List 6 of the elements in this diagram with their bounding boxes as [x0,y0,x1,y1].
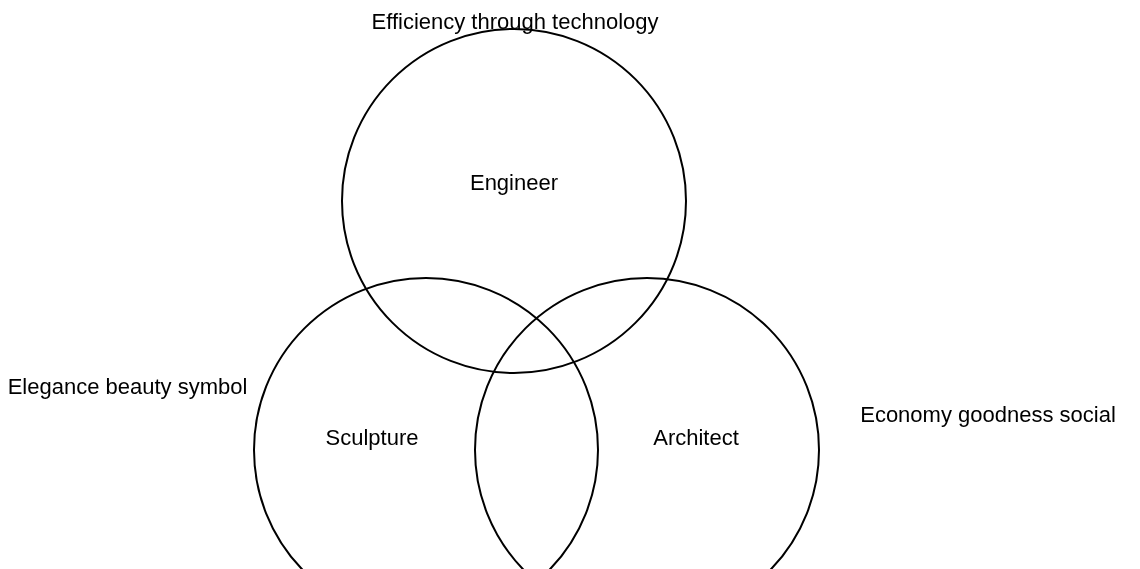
circle-label: Sculpture [325,425,419,451]
circle-label: Engineer [469,170,559,196]
node-label: Elegance beauty symbol [6,373,249,401]
node-label: Economy goodness social [859,401,1117,429]
circle-label: Architect [653,425,739,451]
node-label: Efficiency through technology [370,8,660,36]
